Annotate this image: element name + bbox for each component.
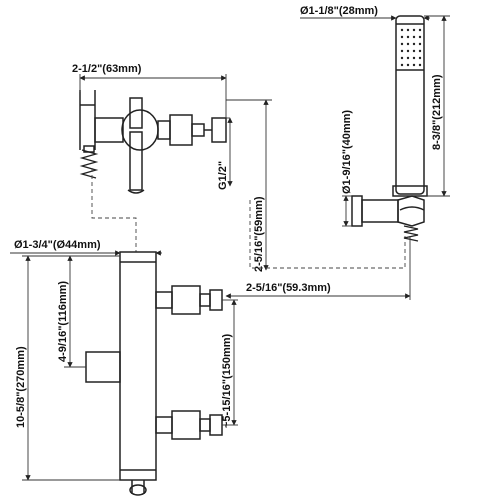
dim-offset-holder: 2-5/16"(59mm) [226, 99, 272, 272]
dim-height-outlet: 4-9/16"(116mm) [57, 255, 120, 368]
label-diam-head: Ø1-1/8"(28mm) [300, 5, 378, 17]
hose-spring-left [79, 145, 99, 179]
label-diam-holder: Ø1-9/16"(40mm) [341, 110, 353, 194]
hose-path-lower [249, 200, 406, 269]
inlet-upper [155, 285, 223, 315]
spray-holes [400, 28, 422, 67]
label-offset-wall: 2-1/2"(63mm) [72, 63, 142, 75]
wall-holder [351, 195, 425, 227]
hand-shower [392, 15, 428, 197]
mixer-body [119, 251, 157, 496]
label-offset-bottom: 2-5/16"(59.3mm) [246, 282, 331, 294]
outlet-spout [85, 351, 121, 383]
inlet-lower [155, 410, 223, 440]
wall-elbow [79, 90, 227, 194]
dim-offset-bottom: 2-5/16"(59.3mm) [225, 236, 411, 300]
dim-diam-holder: Ø1-9/16"(40mm) [341, 110, 353, 227]
label-offset-holder: 2-5/16"(59mm) [253, 196, 265, 272]
label-height-body: 10-5/8"(270mm) [15, 346, 27, 428]
dim-offset-wall: 2-1/2"(63mm) [72, 63, 227, 118]
dim-diam-body: Ø1-3/4"(Ø44mm) [10, 239, 162, 256]
dim-thread: G1/2" [217, 117, 233, 190]
label-thread: G1/2" [217, 161, 229, 190]
dim-length-handshower: 8-3/8"(212mm) [424, 15, 450, 197]
label-diam-body: Ø1-3/4"(Ø44mm) [14, 239, 101, 251]
hose-spring-right [403, 225, 419, 242]
dim-spacing-inlets: ~5-15/16"(150mm) [221, 299, 238, 428]
dim-diam-head: Ø1-1/8"(28mm) [300, 5, 430, 21]
hose-path [91, 168, 137, 252]
label-spacing-inlets: ~5-15/16"(150mm) [221, 333, 233, 428]
label-height-outlet: 4-9/16"(116mm) [57, 281, 69, 362]
label-length-handshower: 8-3/8"(212mm) [431, 74, 443, 150]
